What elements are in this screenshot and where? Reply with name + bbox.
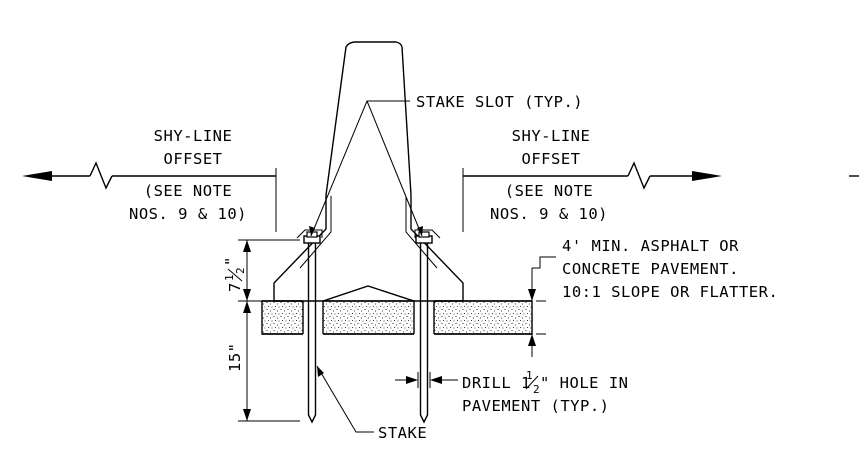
dim-upper-unit: " <box>222 256 240 266</box>
pavement-line3: 10:1 SLOPE OR FLATTER. <box>562 283 778 301</box>
right-offset-line3: (SEE NOTE <box>505 182 594 200</box>
left-offset-dimension <box>22 161 277 232</box>
drill-line1-a: DRILL 1 <box>462 374 531 392</box>
dim-upper-label: 7 1 2 " <box>222 256 247 292</box>
left-offset-line3: (SEE NOTE <box>144 182 233 200</box>
drill-dimension <box>395 372 458 388</box>
drill-label: DRILL 1 1 2 " HOLE IN PAVEMENT (TYP.) <box>462 369 629 415</box>
dim-lower-label: 15" <box>226 343 244 373</box>
right-offset-line4: NOS. 9 & 10) <box>490 205 608 223</box>
dim-upper-den: 2 <box>234 267 247 274</box>
drill-fraction-den: 2 <box>533 383 540 396</box>
stake-slot-label: STAKE SLOT (TYP.) <box>416 93 583 111</box>
vertical-dimensions <box>238 239 300 422</box>
right-offset-dimension <box>462 161 859 232</box>
pavement-line1: 4' MIN. ASPHALT OR <box>562 237 739 255</box>
drill-line2: PAVEMENT (TYP.) <box>462 397 609 415</box>
drill-line1-b: " HOLE IN <box>540 374 629 392</box>
left-offset-line4: NOS. 9 & 10) <box>129 205 247 223</box>
pavement-dimension <box>528 256 556 357</box>
right-offset-line1: SHY-LINE <box>512 127 591 145</box>
left-offset-line2: OFFSET <box>164 150 223 168</box>
dim-upper-num: 1 <box>223 274 236 281</box>
stake-right <box>415 231 433 424</box>
drill-fraction-num: 1 <box>526 369 533 382</box>
dim-lower-text: 15" <box>226 343 244 373</box>
dim-upper-whole: 7 <box>226 282 244 292</box>
stake-leader <box>316 365 374 433</box>
stake-label: STAKE <box>378 424 427 442</box>
right-offset-line2: OFFSET <box>522 150 581 168</box>
left-offset-line1: SHY-LINE <box>154 127 233 145</box>
stake-slot-leaders <box>309 100 423 237</box>
pavement-line2: CONCRETE PAVEMENT. <box>562 260 739 278</box>
barrier-profile <box>273 41 464 302</box>
pavement-slab <box>261 300 533 335</box>
